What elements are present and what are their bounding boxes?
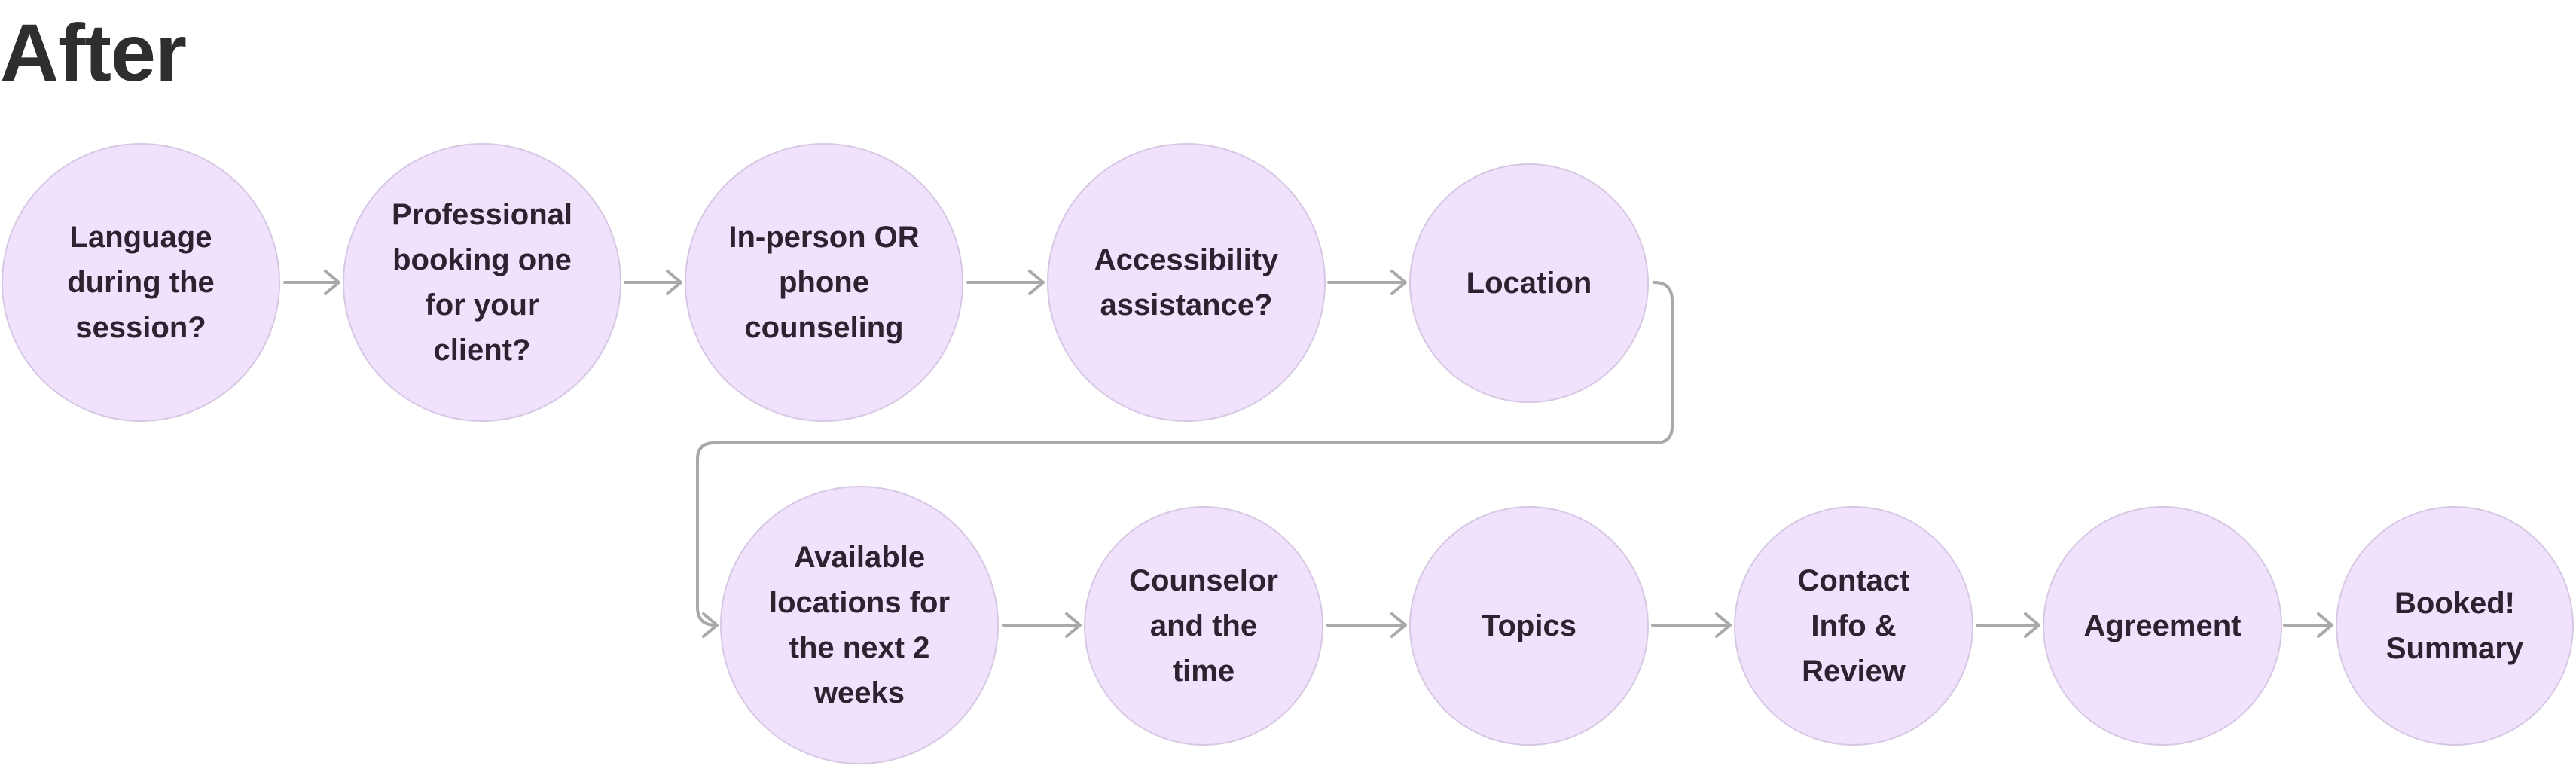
step-label: Available locations for the next 2 weeks	[768, 541, 951, 710]
step-topics: Topics	[1409, 506, 1649, 746]
step-professional-booking: Professional booking one for your client…	[343, 143, 621, 422]
step-in-person-or-phone: In-person OR phone counseling	[685, 143, 963, 422]
arrow-3-4	[966, 270, 1045, 295]
step-label: Agreement	[2083, 609, 2242, 642]
arrow-10-11	[2283, 612, 2333, 638]
step-booked-summary: Booked! Summary	[2336, 506, 2574, 746]
step-label: In-person OR phone counseling	[728, 221, 920, 344]
step-label: Accessibility assistance?	[1094, 243, 1279, 322]
step-label: Professional booking one for your client…	[391, 198, 573, 367]
step-label: Topics	[1482, 609, 1576, 642]
step-label: Language during the session?	[67, 221, 215, 344]
step-label: Contact Info & Review	[1797, 564, 1910, 688]
step-available-locations: Available locations for the next 2 weeks	[720, 486, 999, 764]
step-location: Location	[1409, 163, 1649, 403]
arrow-1-2	[283, 270, 340, 295]
step-label: Counselor and the time	[1129, 564, 1278, 688]
arrow-4-5	[1327, 270, 1407, 295]
step-agreement: Agreement	[2043, 506, 2282, 746]
arrow-5-6	[696, 281, 1674, 638]
arrow-8-9	[1651, 612, 1732, 638]
step-label: Location	[1466, 267, 1592, 300]
page-title: After	[0, 7, 187, 98]
arrow-9-10	[1976, 612, 2040, 638]
step-accessibility: Accessibility assistance?	[1047, 143, 1326, 422]
step-counselor-time: Counselor and the time	[1084, 506, 1323, 746]
step-label: Booked! Summary	[2385, 587, 2524, 665]
arrow-6-7	[1002, 612, 1082, 638]
arrow-2-3	[624, 270, 682, 295]
step-language: Language during the session?	[2, 143, 280, 422]
arrow-7-8	[1326, 612, 1407, 638]
step-contact-info-review: Contact Info & Review	[1734, 506, 1973, 746]
